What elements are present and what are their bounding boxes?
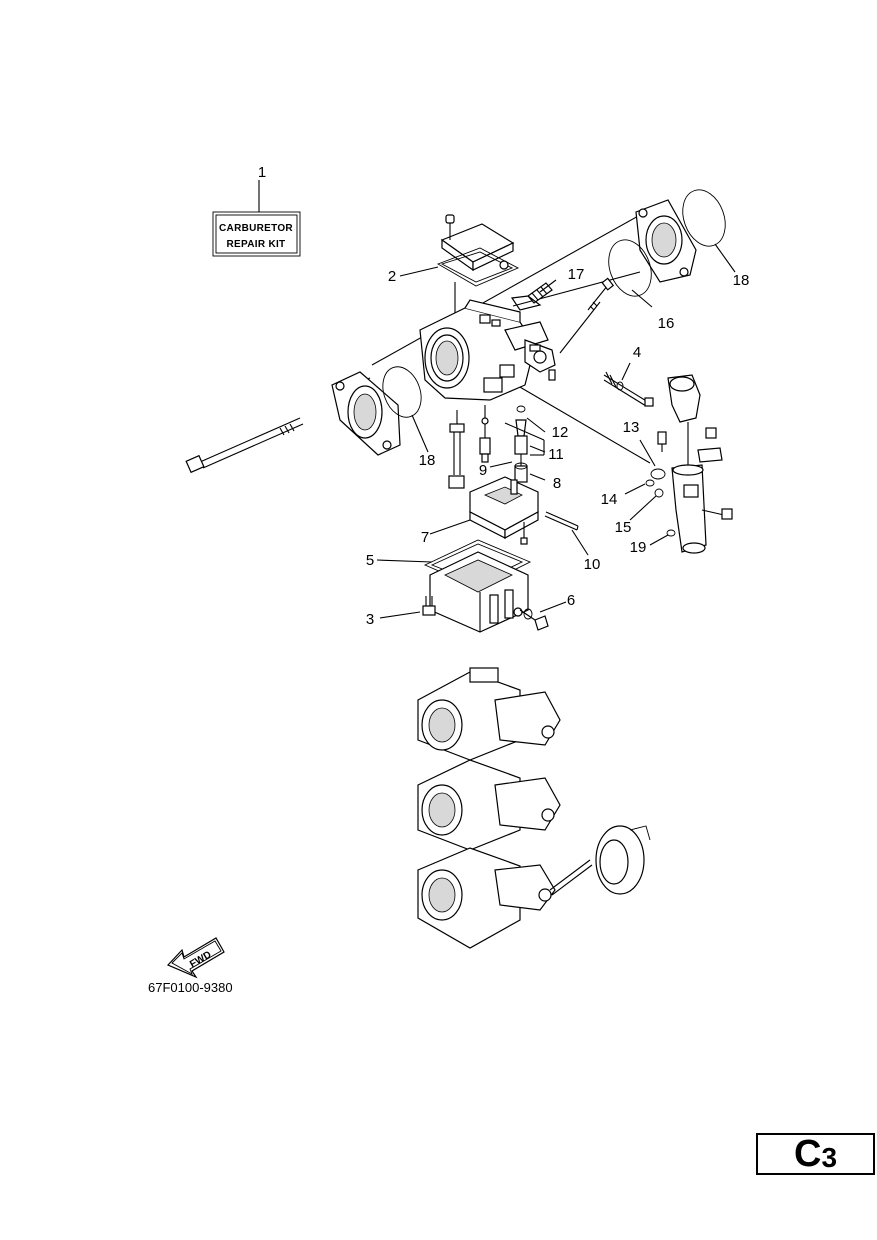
fwd-arrow: FWD	[166, 937, 225, 979]
callout-numbers: 1 2 3 4 5 6 7 8 9 10 11 12 13 14 15 16 1…	[258, 164, 750, 628]
callout-17: 17	[568, 266, 585, 283]
main-jet	[514, 462, 528, 483]
callout-2: 2	[388, 268, 396, 285]
diagram-number: 67F0100-9380	[148, 980, 233, 995]
drain-screw	[519, 608, 549, 631]
left-intake-flange	[331, 366, 422, 456]
assembled-carburetor-stack	[417, 667, 651, 949]
callout-15: 15	[615, 519, 632, 536]
needle-valve	[514, 405, 528, 470]
pilot-jet	[479, 405, 491, 463]
callout-4: 4	[633, 344, 641, 361]
callout-16: 16	[658, 315, 675, 332]
throttle-screw	[587, 277, 615, 311]
chamber-screw	[422, 596, 436, 616]
bracket-lines	[504, 422, 545, 456]
float-chamber	[423, 539, 532, 633]
callout-5: 5	[366, 552, 374, 569]
top-cover-assembly	[436, 214, 520, 287]
callout-18-right: 18	[733, 272, 750, 289]
callout-9: 9	[479, 462, 487, 479]
kit-label-line1: CARBURETOR	[219, 223, 293, 234]
enrichener-assembly	[645, 374, 733, 554]
idle-adjusting-screw	[603, 362, 654, 407]
callout-12: 12	[552, 424, 569, 441]
leader-lines	[376, 243, 736, 619]
page-code-box: C 3	[756, 1133, 875, 1175]
callout-10: 10	[584, 556, 601, 573]
callout-13: 13	[623, 419, 640, 436]
callout-7: 7	[421, 529, 429, 546]
kit-label-line2: REPAIR KIT	[227, 239, 286, 250]
callout-18-left: 18	[419, 452, 436, 469]
callout-11: 11	[548, 446, 564, 463]
page-code-number: 3	[821, 1142, 838, 1173]
long-through-bolt	[185, 417, 304, 474]
callout-8: 8	[553, 475, 561, 492]
callout-1: 1	[258, 164, 266, 181]
float-pin	[544, 511, 579, 531]
float	[469, 476, 539, 545]
callout-6: 6	[567, 592, 575, 609]
callout-3: 3	[366, 611, 374, 628]
main-nozzle	[448, 410, 465, 489]
callout-19: 19	[630, 539, 647, 556]
right-intake-flange	[608, 189, 726, 297]
callout-14: 14	[601, 491, 618, 508]
page-code-letter: C	[793, 1133, 822, 1175]
repair-kit-label: CARBURETOR REPAIR KIT	[212, 180, 301, 257]
carburetor-body	[419, 299, 556, 401]
